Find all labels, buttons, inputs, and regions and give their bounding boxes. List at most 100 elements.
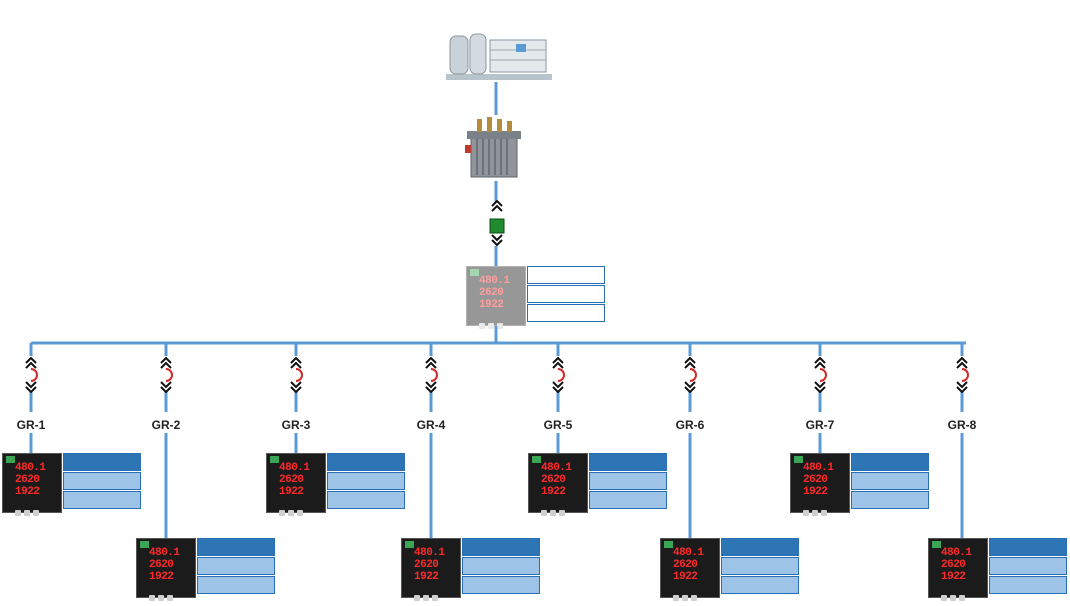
- meter-reading: 1922: [673, 571, 698, 583]
- brand-logo-icon: [140, 541, 149, 548]
- reading-tile[interactable]: [989, 538, 1067, 556]
- meter-button[interactable]: [959, 595, 965, 601]
- reading-tile[interactable]: [63, 453, 141, 471]
- breaker-open-indicator: [961, 368, 969, 382]
- meter-button[interactable]: [423, 595, 429, 601]
- meter-reading: 1922: [279, 486, 304, 498]
- reading-tile[interactable]: [989, 576, 1067, 594]
- breaker-open-indicator: [295, 368, 303, 382]
- reading-tile[interactable]: [327, 491, 405, 509]
- feeder-breaker[interactable]: [680, 356, 700, 394]
- reading-tile[interactable]: [327, 472, 405, 490]
- group-label: GR-1: [16, 418, 46, 432]
- reading-tile[interactable]: [527, 266, 605, 284]
- chevron-down-icon: [160, 386, 172, 394]
- meter-button[interactable]: [288, 510, 294, 516]
- meter-button[interactable]: [33, 510, 39, 516]
- reading-tile[interactable]: [197, 538, 275, 556]
- meter-buttons: [414, 588, 444, 601]
- meter-button[interactable]: [488, 323, 494, 329]
- feeder-breaker[interactable]: [810, 356, 830, 394]
- meter-reading: 480.1: [479, 275, 510, 287]
- meter-buttons: [279, 503, 309, 516]
- meter-button[interactable]: [950, 595, 956, 601]
- reading-tile[interactable]: [989, 557, 1067, 575]
- brand-logo-icon: [664, 541, 673, 548]
- reading-tile[interactable]: [589, 491, 667, 509]
- meter-button[interactable]: [414, 595, 420, 601]
- meter-button[interactable]: [297, 510, 303, 516]
- meter-reading: 480.1: [279, 462, 310, 474]
- meter-button[interactable]: [497, 323, 503, 329]
- meter-button[interactable]: [24, 510, 30, 516]
- reading-tile[interactable]: [327, 453, 405, 471]
- feeder-breaker[interactable]: [21, 356, 41, 394]
- reading-tile[interactable]: [721, 557, 799, 575]
- meter-button[interactable]: [541, 510, 547, 516]
- reading-tile[interactable]: [851, 453, 929, 471]
- meter-button[interactable]: [821, 510, 827, 516]
- meter-reading: 2620: [673, 559, 698, 571]
- chevron-down-icon: [425, 386, 437, 394]
- reading-tile[interactable]: [589, 472, 667, 490]
- reading-tile[interactable]: [527, 285, 605, 303]
- reading-tile[interactable]: [527, 304, 605, 322]
- chevron-down-icon: [25, 386, 37, 394]
- meter-button[interactable]: [812, 510, 818, 516]
- feeder-breaker[interactable]: [156, 356, 176, 394]
- reading-tile[interactable]: [462, 576, 540, 594]
- meter-button[interactable]: [15, 510, 21, 516]
- meter-button[interactable]: [803, 510, 809, 516]
- feeder-breaker[interactable]: [952, 356, 972, 394]
- main-breaker[interactable]: [485, 199, 509, 248]
- meter-button[interactable]: [673, 595, 679, 601]
- chevron-up-icon: [425, 361, 437, 369]
- meter-button[interactable]: [691, 595, 697, 601]
- feeder-breaker[interactable]: [548, 356, 568, 394]
- meter-button[interactable]: [149, 595, 155, 601]
- meter-button[interactable]: [432, 595, 438, 601]
- breaker-icon: [290, 356, 303, 394]
- reading-tile[interactable]: [63, 472, 141, 490]
- reading-tile[interactable]: [197, 576, 275, 594]
- chevron-up-icon: [814, 361, 826, 369]
- chevron-down-icon: [491, 234, 503, 242]
- meter-button[interactable]: [941, 595, 947, 601]
- reading-tile[interactable]: [721, 576, 799, 594]
- meter-button[interactable]: [167, 595, 173, 601]
- chevron-down-icon: [552, 381, 564, 389]
- feeder-breaker[interactable]: [286, 356, 306, 394]
- meter-button[interactable]: [479, 323, 485, 329]
- reading-tile[interactable]: [721, 538, 799, 556]
- brand-logo-icon: [470, 269, 479, 276]
- reading-tile[interactable]: [462, 557, 540, 575]
- meter-reading: 2620: [803, 474, 828, 486]
- reading-tile[interactable]: [851, 491, 929, 509]
- reading-tile[interactable]: [197, 557, 275, 575]
- reading-tile[interactable]: [63, 491, 141, 509]
- reading-tile[interactable]: [462, 538, 540, 556]
- meter-button[interactable]: [279, 510, 285, 516]
- reading-tile[interactable]: [589, 453, 667, 471]
- meter-button[interactable]: [550, 510, 556, 516]
- brand-logo-icon: [405, 541, 414, 548]
- meter-button[interactable]: [559, 510, 565, 516]
- feeder-breaker[interactable]: [421, 356, 441, 394]
- meter-button[interactable]: [158, 595, 164, 601]
- chevron-up-icon: [814, 356, 826, 364]
- meter-button[interactable]: [682, 595, 688, 601]
- meter-reading: 1922: [479, 299, 504, 311]
- reading-tile[interactable]: [851, 472, 929, 490]
